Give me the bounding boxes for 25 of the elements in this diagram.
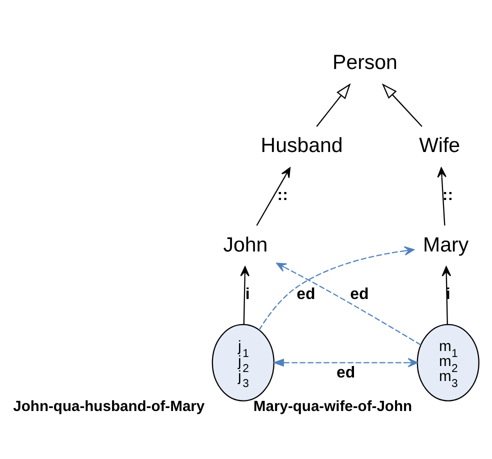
edge-label: i	[245, 285, 250, 302]
node-text: John	[223, 232, 268, 256]
node-label: Mary-qua-wife-of-John	[253, 398, 412, 415]
node-text: Mary	[423, 232, 469, 256]
arrow	[437, 166, 446, 226]
node-ellipse: m$_{1}$ m$_{2}$ m$_{3}$	[416, 323, 480, 401]
edge-label: ::	[442, 186, 454, 204]
arrow	[316, 82, 351, 126]
node-text: Husband	[260, 134, 343, 157]
node-ellipse: j$_{1}$ j$_{2}$ j$_{3}$	[212, 323, 274, 401]
arrow	[276, 262, 422, 345]
edge-label: ed	[336, 364, 356, 382]
arrow	[442, 266, 452, 324]
arrow	[256, 166, 291, 226]
node-label: John-qua-husband-of-Mary	[13, 398, 205, 415]
node-text: Wife	[419, 134, 460, 157]
arrow	[382, 82, 422, 126]
edge-label: i	[446, 285, 450, 302]
edge-label: ed	[350, 285, 369, 302]
arrow	[258, 246, 414, 330]
arrow	[272, 358, 418, 367]
edge-label: ::	[277, 186, 288, 204]
arrow	[240, 266, 250, 324]
edge-label: ed	[296, 285, 316, 302]
node-text: Person	[332, 50, 398, 74]
